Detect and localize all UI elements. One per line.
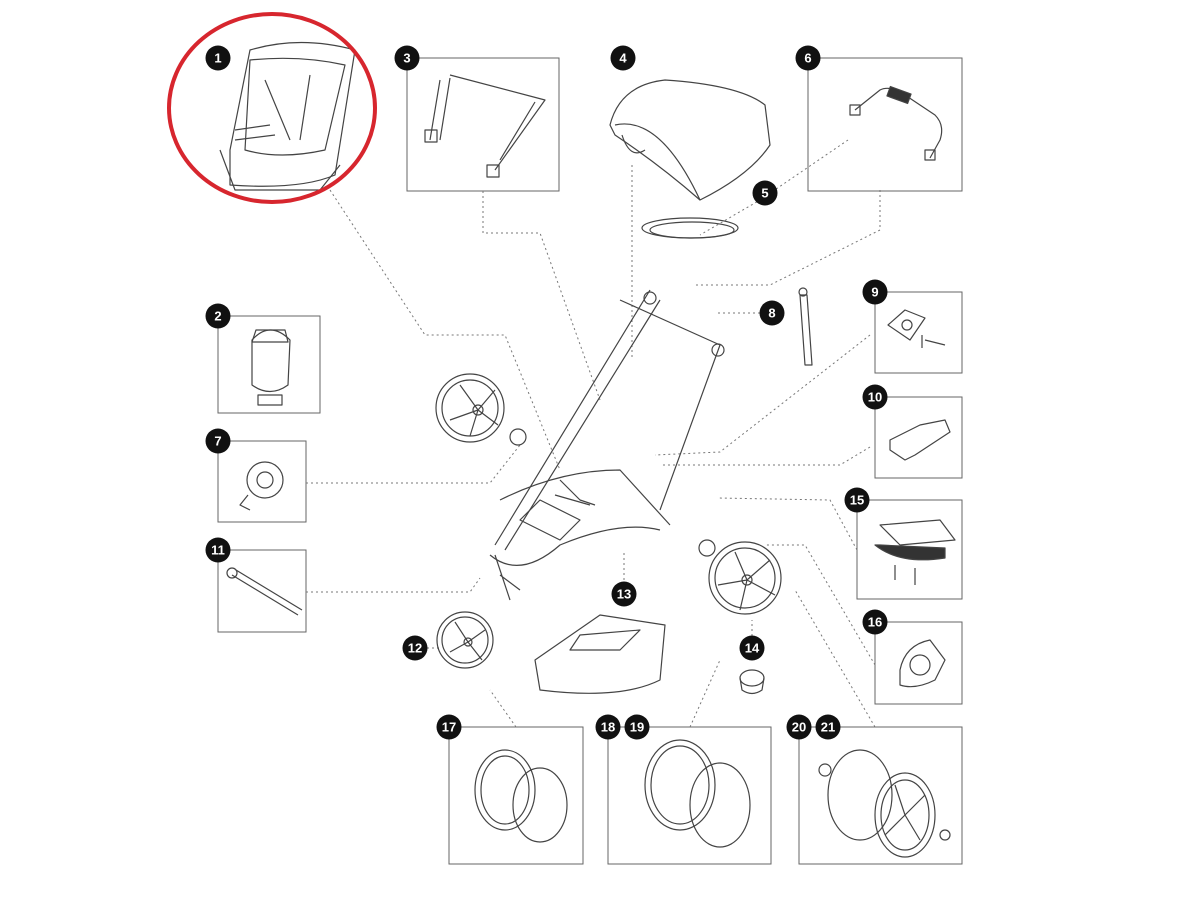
- front-wheel-drawing: [436, 611, 494, 669]
- part-badge-5: 5: [752, 180, 778, 206]
- footrest-drawing: [251, 329, 291, 406]
- part-badge-19: 19: [624, 714, 650, 740]
- part-badge-17: 17: [436, 714, 462, 740]
- part-badge-4: 4: [610, 45, 636, 71]
- highlight-circle: [167, 12, 377, 204]
- tire-tube-18-19-drawing: [644, 739, 751, 848]
- hub-ring-drawing: [899, 639, 946, 688]
- leader-lines: [306, 139, 881, 728]
- part-box-9: [874, 291, 963, 374]
- brake-pedal-drawing: [874, 519, 956, 585]
- part-box-16: [874, 621, 963, 705]
- tire-tube-17-drawing: [474, 749, 568, 843]
- brake-hub-drawing: [239, 461, 284, 511]
- part-badge-1: 1: [205, 45, 231, 71]
- small-hub-drawing: [509, 428, 716, 557]
- part-badge-12: 12: [402, 635, 428, 661]
- part-box-11: [217, 549, 307, 633]
- part-badge-18: 18: [595, 714, 621, 740]
- part-badge-9: 9: [862, 279, 888, 305]
- part-box-10: [874, 396, 963, 479]
- part-badge-8: 8: [759, 300, 785, 326]
- part-box-20-21: [798, 726, 963, 865]
- canopy-drawing: [609, 79, 771, 201]
- part-badge-21: 21: [815, 714, 841, 740]
- seat-unit-drawing: [219, 41, 356, 191]
- bumper-bar-drawing: [424, 74, 546, 178]
- rear-wheel-left-drawing: [435, 373, 505, 443]
- part-badge-10: 10: [862, 384, 888, 410]
- part-badge-14: 14: [739, 635, 765, 661]
- part-badge-6: 6: [795, 45, 821, 71]
- part-box-18-19: [607, 726, 772, 865]
- part-badge-15: 15: [844, 487, 870, 513]
- part-box-7: [217, 440, 307, 523]
- part-box-17: [448, 726, 584, 865]
- part-box-3: [406, 57, 560, 192]
- strap-drawing: [798, 287, 813, 366]
- part-badge-20: 20: [786, 714, 812, 740]
- wheel-assembly-20-21-drawing: [818, 749, 951, 858]
- part-badge-13: 13: [611, 581, 637, 607]
- part-badge-2: 2: [205, 303, 231, 329]
- part-box-6: [807, 57, 963, 192]
- bracket-drawing: [889, 419, 951, 461]
- wheel-cap-drawing: [739, 669, 765, 695]
- handlebar-drawing: [849, 85, 943, 161]
- basket-drawing: [534, 614, 666, 694]
- stroller-frame-drawing: [489, 289, 725, 601]
- cord-drawing: [641, 217, 739, 239]
- rear-wheel-right-drawing: [708, 541, 782, 615]
- part-badge-7: 7: [205, 428, 231, 454]
- part-badge-3: 3: [394, 45, 420, 71]
- part-badge-11: 11: [205, 537, 231, 563]
- clip-screw-drawing: [887, 309, 946, 348]
- part-badge-16: 16: [862, 609, 888, 635]
- axle-bolt-drawing: [226, 567, 303, 616]
- part-box-2: [217, 315, 321, 414]
